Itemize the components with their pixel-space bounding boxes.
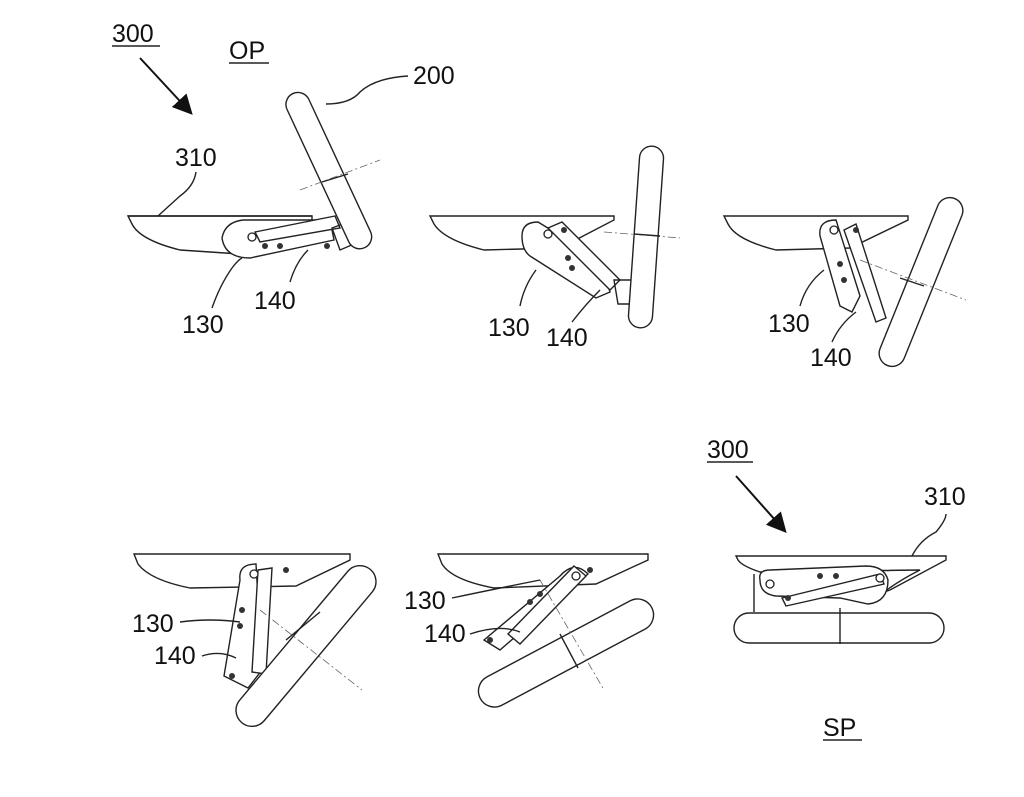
label-assembly-300-bottom: 300 xyxy=(707,436,749,464)
label-link-140-f2: 140 xyxy=(546,324,588,352)
label-link-130-f3: 130 xyxy=(768,310,810,338)
frame-6-stowed-position xyxy=(733,475,947,644)
label-assembly-300-top: 300 xyxy=(112,20,154,48)
label-link-130-f1: 130 xyxy=(182,311,224,339)
label-link-140-f4: 140 xyxy=(154,642,196,670)
label-stowed-position: SP xyxy=(823,714,856,742)
label-link-130-f2: 130 xyxy=(488,314,530,342)
label-open-position: OP xyxy=(229,37,265,65)
frame-5 xyxy=(436,553,655,708)
label-link-130-f5: 130 xyxy=(404,587,446,615)
frame-4 xyxy=(132,553,377,728)
frame-2 xyxy=(428,145,681,329)
label-link-130-f4: 130 xyxy=(132,610,174,638)
label-panel-200: 200 xyxy=(413,62,455,90)
link-140 xyxy=(253,215,341,243)
frame-3 xyxy=(722,196,967,368)
frame-1-open-position xyxy=(126,57,409,309)
label-seat-310-bottom: 310 xyxy=(924,483,966,511)
panel-200 xyxy=(285,91,373,250)
label-link-140-f5: 140 xyxy=(424,620,466,648)
label-seat-310-top: 310 xyxy=(175,144,217,172)
label-link-140-f1: 140 xyxy=(254,287,296,315)
label-link-140-f3: 140 xyxy=(810,344,852,372)
